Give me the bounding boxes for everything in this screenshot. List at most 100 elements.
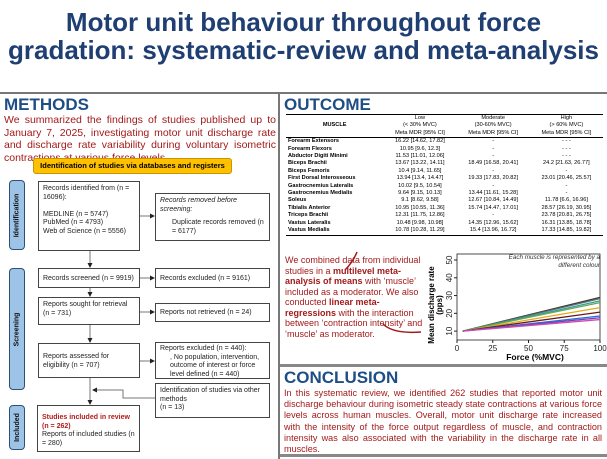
divider	[280, 364, 607, 367]
muscle-name: Forearm Extensors	[288, 138, 339, 145]
y-tick-label: 20	[445, 308, 454, 317]
table-cell: 10.95 [9.6, 12.3]	[399, 145, 441, 152]
table-cell: 11.78 [6.6, 16.96]	[544, 197, 588, 204]
table-cell: -	[492, 153, 495, 160]
col-sub: Meta MDR [95% CI]	[468, 129, 519, 136]
discharge-rate-chart: 0 25 50 75 100 10 20 30 40 50	[344, 251, 607, 353]
y-tick-label: 50	[445, 255, 454, 264]
muscle-name: Vastus Lateralis	[288, 219, 331, 226]
table-row: Gastrocnemius Medialis 9.64 [9.15, 10.13]…	[286, 190, 603, 197]
table-cell: 23.01 [20.46, 25.57]	[541, 175, 592, 182]
table-cell: 18.49 [16.58, 20.41]	[468, 160, 519, 167]
table-cell: 10.02 [9.5, 10.54]	[398, 182, 442, 189]
col-range: (> 60% MVC)	[549, 122, 584, 129]
outcome-heading: OUTCOME	[284, 95, 371, 114]
table-row: Soleus 9.1 [8.62, 9.58] 12.67 [10.84, 14.4…	[286, 197, 603, 204]
muscle-name: Tibialis Anterior	[288, 204, 331, 211]
reports-assessed-box: Reports assessed for eligibility (n = 70…	[38, 343, 140, 378]
conclusion-text: In this systematic review, we identified…	[284, 388, 602, 455]
col-low: Low	[414, 115, 426, 121]
y-tick-label: 10	[445, 326, 454, 335]
table-cell: 24.2 [21.63, 26.77]	[543, 160, 590, 167]
table-cell: 9.1 [8.62, 9.58]	[401, 197, 439, 204]
table-cell: - - -	[562, 153, 571, 160]
table-cell: -	[565, 182, 568, 189]
prisma-arrows	[87, 213, 155, 405]
col-range: (< 30% MVC)	[403, 122, 437, 129]
results-table: MUSCLE Low Moderate High (< 30% MVC)(30-…	[286, 114, 603, 236]
table-cell: 11.53 [11.01, 12.06]	[395, 153, 445, 160]
table-cell: 28.57 [26.19, 30.95]	[541, 204, 592, 211]
arrow-to-table	[344, 251, 358, 271]
table-cell: 13.94 [13.4, 14.47]	[396, 175, 444, 182]
table-cell: 16.31 [13.85, 18.78]	[541, 219, 592, 226]
table-cell: - - -	[562, 145, 571, 152]
table-cell: 14.35 [12.96, 15.62]	[468, 219, 519, 226]
table-cell: 15.74 [14.47, 17.01]	[468, 204, 519, 211]
table-cell: -	[565, 167, 568, 174]
reports-excluded-box: Reports excluded (n = 440): , No populat…	[155, 342, 270, 379]
muscle-name: Biceps Brachii	[288, 160, 327, 167]
records-screened-box: Records screened (n = 9919)	[38, 268, 140, 288]
other-methods-box: Identification of studies via other meth…	[155, 383, 270, 418]
table-cell: -	[492, 138, 495, 145]
x-tick-label: 75	[560, 344, 569, 353]
poster-title: Motor unit behaviour throughout force gr…	[7, 7, 599, 65]
col-sub: Meta MDR [95% CI]	[541, 129, 592, 136]
divider	[0, 92, 607, 94]
series-line	[462, 318, 601, 332]
table-cell: 10.48 [9.98, 10.98]	[396, 219, 444, 226]
y-tick-label: 30	[445, 291, 454, 300]
muscle-header: MUSCLE	[322, 122, 347, 129]
table-cell: 10.95 [10.55, 11.36]	[395, 204, 445, 211]
prisma-banner: Identification of studies via databases …	[33, 158, 232, 174]
table-cell: 12.31 [11.75, 12.86]	[395, 212, 445, 219]
muscle-name: Triceps Brachii	[288, 212, 329, 219]
muscle-name: Vastus Medialis	[288, 227, 330, 234]
y-tick-label: 40	[445, 273, 454, 282]
table-cell: 10.4 [9.14, 11.65]	[398, 167, 442, 174]
table-cell: -	[492, 167, 495, 174]
table-cell: 12.67 [10.84, 14.49]	[468, 197, 519, 204]
table-cell: - - -	[562, 138, 571, 145]
x-axis-label: Force (%MVC)	[506, 352, 564, 362]
x-tick-label: 50	[524, 344, 533, 353]
muscle-name: Gastrocnemius Medialis	[288, 190, 353, 197]
muscle-name: Biceps Femoris	[288, 167, 330, 174]
records-removed-box: Records removed before screening: Duplic…	[155, 193, 270, 241]
conclusion-heading: CONCLUSION	[284, 368, 399, 387]
table-row: Vastus Lateralis 10.48 [9.98, 10.98] 14.35…	[286, 220, 603, 227]
table-row: Tibialis Anterior 10.95 [10.55, 11.36] 15.…	[286, 205, 603, 212]
col-moderate: Moderate	[481, 115, 505, 121]
table-cell: -	[565, 190, 568, 197]
records-excluded-box: Records excluded (n = 9161)	[155, 268, 270, 288]
chart-annotation: Each muscle is represented by a differen…	[508, 254, 600, 269]
muscle-name: Soleus	[288, 197, 307, 204]
muscle-name: Abductor Digiti Minimi	[288, 153, 348, 160]
table-row: Forearm Extensors 16.22 [14.62, 17.82] - - …	[286, 138, 603, 146]
x-tick-label: 0	[455, 344, 460, 353]
table-row: Abductor Digiti Minimi 11.53 [11.01, 12.0…	[286, 153, 603, 160]
table-cell: 9.64 [9.15, 10.13]	[398, 190, 442, 197]
table-cell: 19.33 [17.83, 20.82]	[468, 175, 519, 182]
table-row: Biceps Femoris 10.4 [9.14, 11.65] - -	[286, 168, 603, 175]
table-cell: 16.22 [14.62, 17.82]	[395, 138, 445, 145]
records-identified-box: Records identified from (n = 16096): MED…	[38, 181, 140, 251]
muscle-name: Forearm Flexors	[288, 145, 332, 152]
col-range: (30-60% MVC)	[474, 122, 512, 129]
x-tick-label: 25	[488, 344, 497, 353]
stage-identification: Identification	[9, 180, 25, 250]
divider	[280, 454, 607, 457]
divider	[278, 94, 280, 459]
x-tick-label: 100	[593, 344, 607, 353]
table-cell: 13.44 [11.61, 15.28]	[468, 190, 518, 197]
series-line	[462, 302, 601, 332]
studies-included-box: Studies included in review (n = 262) Rep…	[37, 405, 140, 452]
arrow-to-chart	[382, 323, 422, 334]
stage-included: Included	[9, 405, 25, 450]
table-cell: 17.33 [14.85, 19.82]	[541, 227, 592, 234]
